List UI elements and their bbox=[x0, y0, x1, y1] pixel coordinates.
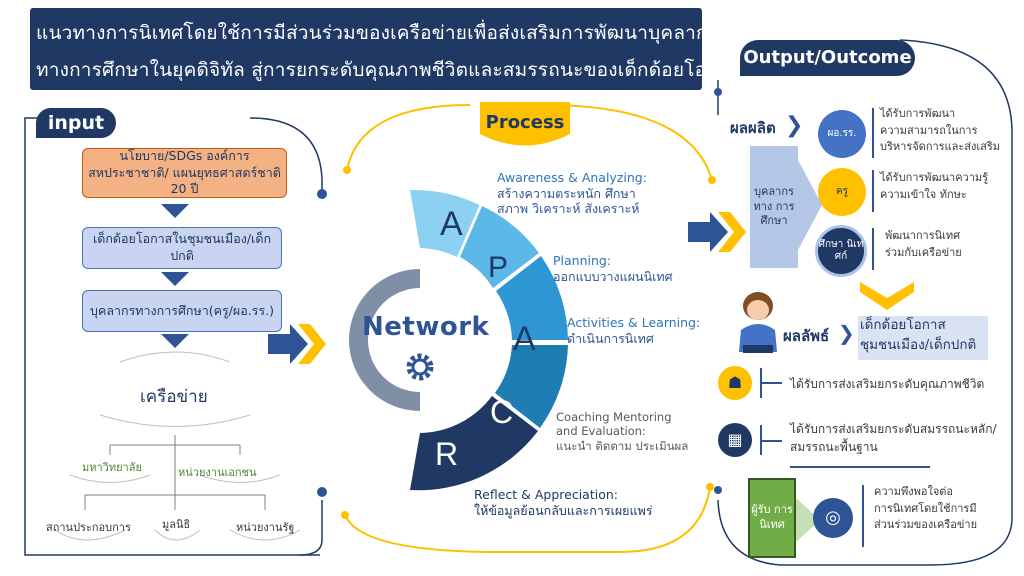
step-reflect-en: Reflect & Appreciation: bbox=[474, 487, 618, 502]
director-text-2: ความสามารถในการ bbox=[880, 123, 978, 137]
arrow-right-icon bbox=[796, 498, 820, 542]
receiver-box: ผู้รับ การ นิเทศ bbox=[748, 478, 796, 558]
step-aa: Awareness & Analyzing: สร้างความตระหนัก … bbox=[497, 170, 647, 217]
outcome-box: เด็กด้อยโอกาส ชุมชนเมือง/เด็กปกติ bbox=[858, 316, 988, 360]
outcome1-text: ได้รับการส่งเสริมยกระดับคุณภาพชีวิต bbox=[790, 377, 985, 391]
step-activities-en: Activities & Learning: bbox=[567, 315, 701, 330]
outcome2-line1: ได้รับการส่งเสริมยกระดับสมรรถนะหลัก/ bbox=[790, 422, 997, 436]
bracket-line bbox=[872, 228, 874, 270]
satisfaction-line2: การนิเทศโดยใช้การมี bbox=[874, 501, 977, 515]
letter-a1: A bbox=[440, 205, 463, 243]
input-tab: input bbox=[36, 108, 116, 138]
bracket-line bbox=[872, 170, 874, 212]
letter-p: P bbox=[488, 251, 508, 284]
step-coaching: Coaching Mentoring and Evaluation: แนะนำ… bbox=[556, 410, 688, 453]
step-aa-th2: สภาพ วิเคราะห์ สังเคราะห์ bbox=[497, 201, 640, 217]
satisfaction-line3: ส่วนร่วมของเครือข่าย bbox=[874, 518, 978, 531]
outcome2-text: ได้รับการส่งเสริมยกระดับสมรรถนะหลัก/ สมร… bbox=[790, 420, 997, 456]
quality-of-life-icon: ☗ bbox=[718, 366, 752, 400]
target-icon: ◎ bbox=[813, 498, 853, 538]
step-reflect-th: ให้ข้อมูลย้อนกลับและการเผยแพร่ bbox=[474, 502, 653, 518]
network-title: เครือข่าย bbox=[140, 387, 208, 407]
step-planning-en: Planning: bbox=[553, 253, 612, 268]
chevron-down-icon bbox=[161, 204, 189, 218]
teacher-circle: ครู bbox=[818, 168, 866, 216]
arrow-right-icon bbox=[688, 212, 746, 252]
step-planning: Planning: ออกแบบวางแผนนิเทศ bbox=[553, 253, 673, 284]
chevron-right-icon: ❯ bbox=[785, 113, 804, 138]
apacr-wheel: A P A C R bbox=[349, 189, 568, 491]
step-coaching-en2: and Evaluation: bbox=[556, 424, 646, 439]
step-reflect: Reflect & Appreciation: ให้ข้อมูลย้อนกลั… bbox=[474, 487, 653, 518]
process-tab-shape bbox=[480, 102, 570, 146]
outcome-box-line1: เด็กด้อยโอกาส bbox=[860, 317, 946, 333]
teacher-text: ได้รับการพัฒนาความรู้ ความเข้าใจ ทักษะ bbox=[880, 170, 988, 203]
director-text-1: ได้รับการพัฒนา bbox=[880, 107, 956, 120]
director-text: ได้รับการพัฒนา ความสามารถในการ บริหารจัด… bbox=[880, 106, 1000, 156]
personnel-input-box: บุคลากรทางการศึกษา(ครู/ผอ.รร.) bbox=[82, 290, 282, 332]
node-foundation: มูลนิธิ bbox=[162, 518, 191, 531]
step-planning-th: ออกแบบวางแผนนิเทศ bbox=[553, 268, 673, 284]
product-label: ผลผลิต bbox=[730, 119, 776, 137]
bracket-line bbox=[760, 425, 762, 455]
step-activities-th: ดำเนินการนิเทศ bbox=[567, 330, 654, 346]
step-aa-th1: สร้างความตระหนัก ศึกษา bbox=[497, 185, 636, 201]
letter-a2: A bbox=[513, 320, 536, 358]
connector-line bbox=[762, 382, 782, 384]
teacher-text-2: ความเข้าใจ ทักษะ bbox=[880, 187, 967, 201]
supervisor-text: พัฒนาการนิเทศ ร่วมกับเครือข่าย bbox=[885, 228, 962, 261]
network-center: Network bbox=[362, 312, 490, 342]
chevron-down-icon bbox=[161, 272, 189, 286]
satisfaction-line1: ความพึงพอใจต่อ bbox=[874, 485, 954, 498]
outcome-label: ผลลัพธ์ bbox=[783, 327, 830, 345]
node-government: หน่วยงานรัฐ bbox=[236, 521, 295, 534]
network-tree bbox=[54, 351, 301, 541]
gear-icon bbox=[406, 353, 434, 381]
teacher-text-1: ได้รับการพัฒนาความรู้ bbox=[880, 171, 989, 184]
letter-c: C bbox=[490, 394, 513, 430]
outcome-box-line2: ชุมชนเมือง/เด็กปกติ bbox=[860, 336, 977, 353]
bracket-line bbox=[872, 108, 874, 158]
bracket-line bbox=[760, 368, 762, 398]
supervisor-circle: ศึกษา นิเทศก์ bbox=[815, 225, 867, 277]
supervisor-text-1: พัฒนาการนิเทศ bbox=[885, 229, 961, 242]
step-activities: Activities & Learning: ดำเนินการนิเทศ bbox=[567, 315, 700, 346]
title-line-2: ทางการศึกษาในยุคดิจิทัล สู่การยกระดับคุณ… bbox=[36, 59, 741, 81]
node-enterprise: สถานประกอบการ bbox=[46, 521, 131, 534]
chevron-right-icon: ❯ bbox=[838, 321, 855, 345]
connector-line bbox=[762, 440, 782, 442]
arrow-right-icon bbox=[798, 160, 822, 250]
process-tab: Process bbox=[485, 112, 565, 133]
chevron-down-icon bbox=[860, 282, 914, 310]
director-circle: ผอ.รร. bbox=[818, 110, 866, 158]
node-private: หน่วยงานเอกชน bbox=[178, 466, 257, 479]
competency-icon: ▦ bbox=[718, 423, 752, 457]
step-aa-en: Awareness & Analyzing: bbox=[497, 170, 647, 185]
arrow-right-icon bbox=[268, 324, 326, 364]
bracket-line bbox=[862, 485, 864, 547]
title-line-1: แนวทางการนิเทศโดยใช้การมีส่วนร่วมของเครื… bbox=[36, 22, 719, 44]
output-tab: Output/Outcome bbox=[740, 40, 915, 76]
policy-box: นโยบาย/SDGs องค์การสหประชาชาติ/ แผนยุทธศ… bbox=[82, 148, 287, 198]
children-box: เด็กด้อยโอกาสในชุมชนเมือง/เด็กปกติ bbox=[82, 227, 282, 269]
supervisor-text-2: ร่วมกับเครือข่าย bbox=[885, 245, 962, 259]
director-text-3: บริหารจัดการและส่งเสริม bbox=[880, 140, 1001, 153]
letter-r: R bbox=[435, 436, 458, 472]
title-banner: แนวทางการนิเทศโดยใช้การมีส่วนร่วมของเครื… bbox=[30, 8, 740, 90]
personnel-box: บุคลากร ทาง การ ศึกษา bbox=[750, 146, 798, 268]
chevron-down-icon bbox=[161, 334, 189, 348]
step-coaching-th: แนะนำ ติดตาม ประเมินผล bbox=[556, 438, 689, 453]
outcome2-line2: สมรรถนะพื้นฐาน bbox=[790, 440, 878, 454]
divider-line bbox=[790, 466, 930, 468]
satisfaction-text: ความพึงพอใจต่อ การนิเทศโดยใช้การมี ส่วนร… bbox=[874, 484, 977, 534]
step-coaching-en: Coaching Mentoring bbox=[556, 410, 672, 424]
child-figure-icon bbox=[739, 292, 777, 353]
node-university: มหาวิทยาลัย bbox=[82, 461, 142, 474]
